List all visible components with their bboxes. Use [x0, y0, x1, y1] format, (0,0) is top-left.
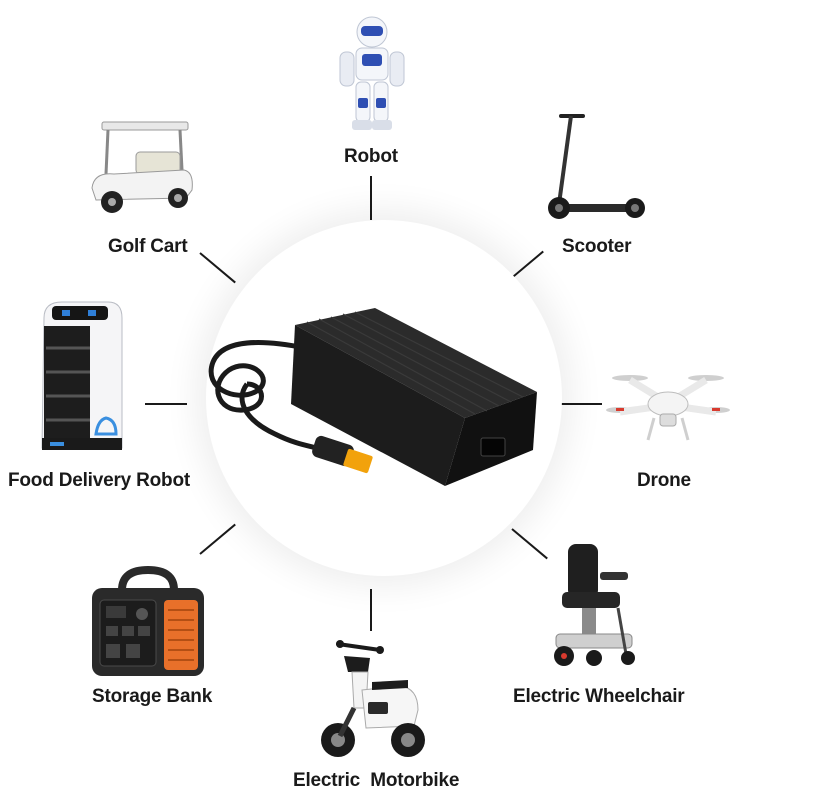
label-electric-wheelchair: Electric Wheelchair: [513, 686, 685, 707]
scooter-icon: [548, 114, 645, 219]
power-station-icon: [92, 565, 204, 676]
label-electric-motorbike: Electric Motorbike: [293, 770, 460, 791]
humanoid-robot-icon: [339, 16, 405, 130]
connector-storage-bank: [199, 523, 236, 555]
delivery-robot-icon: [41, 301, 123, 450]
connector-food-delivery-robot: [145, 403, 187, 405]
connector-electric-motorbike: [370, 589, 372, 631]
connector-electric-wheelchair: [511, 528, 548, 560]
motorbike-icon: [321, 640, 425, 757]
wheelchair-icon: [554, 544, 635, 666]
label-robot: Robot: [344, 146, 398, 167]
charger-icon: [208, 308, 537, 486]
label-food-delivery-robot: Food Delivery Robot: [8, 470, 190, 491]
connector-drone: [560, 403, 602, 405]
label-scooter: Scooter: [562, 236, 632, 257]
golf-cart-icon: [91, 121, 193, 213]
drone-icon: [606, 375, 730, 441]
connector-golf-cart: [199, 252, 236, 284]
label-storage-bank: Storage Bank: [92, 686, 213, 707]
connector-robot: [370, 176, 372, 220]
label-golf-cart: Golf Cart: [108, 236, 188, 257]
label-drone: Drone: [637, 470, 691, 491]
